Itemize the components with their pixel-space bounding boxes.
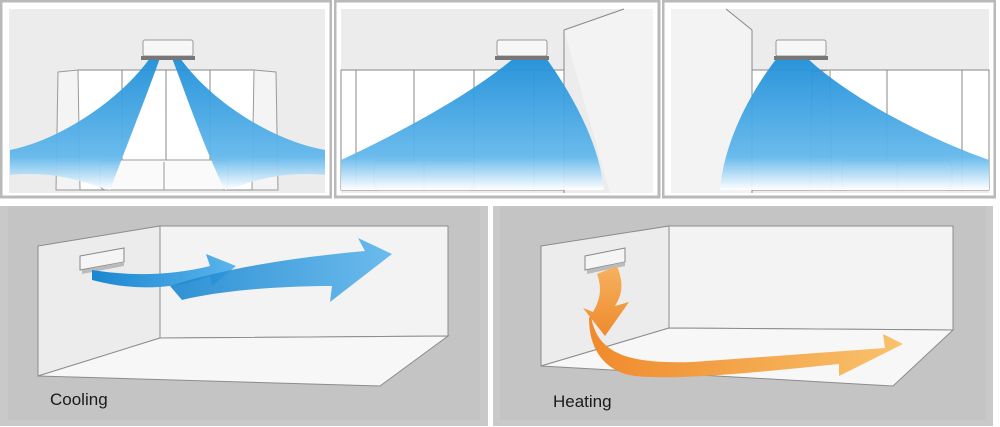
airflow-sweep: [720, 58, 989, 190]
ceiling-airflow-panel-split: [0, 0, 332, 200]
airflow-arrow: [170, 238, 392, 302]
wall-ac-unit: [584, 247, 626, 274]
airflow-arrow: [589, 316, 903, 378]
cooling-label: Cooling: [50, 390, 108, 409]
heating-label: Heating: [553, 392, 612, 411]
ceiling-airflow-panel-corner-right: [334, 0, 662, 200]
cooling-panel: [0, 206, 488, 426]
ceiling-airflow-panel-corner-left: [662, 0, 996, 200]
airflow-sweep: [341, 58, 604, 190]
airflow-arrow: [583, 266, 629, 336]
heating-panel: [493, 206, 993, 426]
ceiling-ac-unit: [495, 39, 549, 60]
ceiling-ac-unit: [774, 39, 828, 60]
airflow-left: [10, 58, 160, 190]
ceiling-ac-unit: [141, 39, 195, 60]
airflow-right: [172, 58, 325, 190]
